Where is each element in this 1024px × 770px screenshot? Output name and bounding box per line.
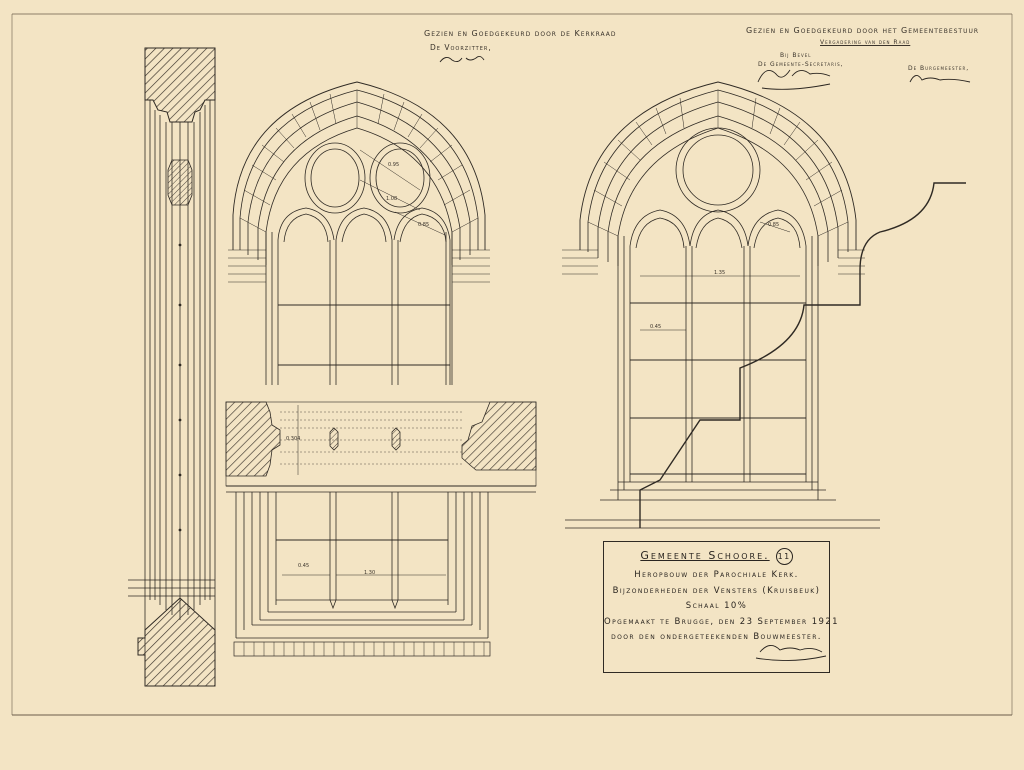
mayor-label: De Burgemeester, (908, 65, 970, 72)
municipality-approval-line2: Vergadering van den Raad (820, 39, 911, 46)
secretary-label: De Gemeente-Secretaris, (758, 61, 844, 68)
dimension-label: 0.45 (650, 324, 662, 330)
by-order-label: Bij Bevel (780, 52, 812, 59)
dimension-label: 1.08 (386, 196, 398, 202)
title-block-scale: Schaal 10% (685, 601, 748, 611)
dimension-label: 0.304 (286, 436, 301, 442)
dimension-label: 0.85 (418, 222, 430, 228)
dimension-label: 0.95 (388, 162, 400, 168)
title-block-line2: Bijzonderheden der Vensters (Kruisbeuk) (612, 586, 821, 596)
window-plan (225, 401, 537, 493)
right-window-elevation (562, 81, 966, 529)
dimension-label: 0.45 (298, 563, 310, 569)
council-approval-line2: De Voorzitter, (430, 43, 492, 52)
title-row: Gemeente Schoore. 11 (604, 548, 829, 565)
sheet-border (11, 13, 1013, 716)
title-block-title: Gemeente Schoore. (640, 549, 770, 562)
title-block-line1: Heropbouw der Parochiale Kerk. (634, 570, 799, 580)
left-window-elevation (228, 81, 490, 385)
title-block: Gemeente Schoore. 11 Heropbouw der Paroch… (603, 541, 839, 673)
title-block-author: door den ondergeteekenden Bouwmeester. (611, 632, 822, 642)
municipality-approval-line1: Gezien en Goedgekeurd door het Gemeenteb… (746, 26, 980, 35)
sheet-number-badge: 11 (775, 548, 793, 565)
dimension-label: 1.35 (714, 270, 726, 276)
signatures (439, 55, 971, 662)
dimension-label: 1.30 (364, 570, 376, 576)
council-approval-line1: Gezien en Goedgekeurd door de Kerkraad (424, 29, 617, 38)
title-block-place-date: Opgemaakt te Brugge, den 23 September 19… (604, 617, 839, 627)
lower-window-elevation (233, 492, 491, 657)
vertical-section (128, 47, 216, 687)
dimension-label: 0.85 (768, 222, 780, 228)
